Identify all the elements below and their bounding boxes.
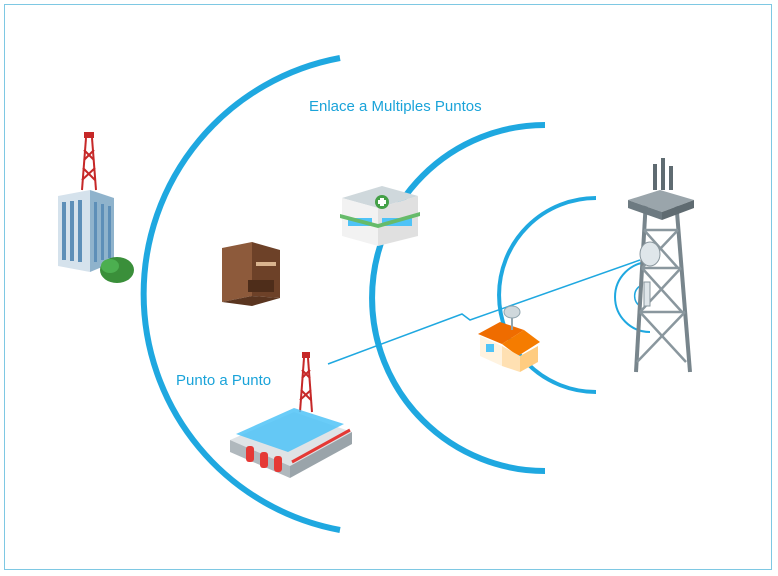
coverage-arc-outer	[140, 55, 341, 533]
coverage-arc-small	[614, 261, 651, 333]
point-to-point-link	[327, 259, 641, 365]
telecom-tower-icon	[628, 158, 694, 373]
brown-building-icon	[222, 242, 280, 306]
factory-with-antenna-icon	[230, 352, 352, 478]
house-with-dish-icon	[478, 305, 540, 372]
multipoint-link-label: Enlace a Multiples Puntos	[309, 98, 482, 115]
diagram-frame	[4, 4, 772, 570]
pharmacy-store-icon	[340, 186, 420, 246]
coverage-arc-middle	[369, 122, 546, 474]
coverage-arc-inner	[497, 196, 597, 394]
point-to-point-label: Punto a Punto	[176, 372, 272, 389]
office-tower-icon	[58, 132, 134, 283]
